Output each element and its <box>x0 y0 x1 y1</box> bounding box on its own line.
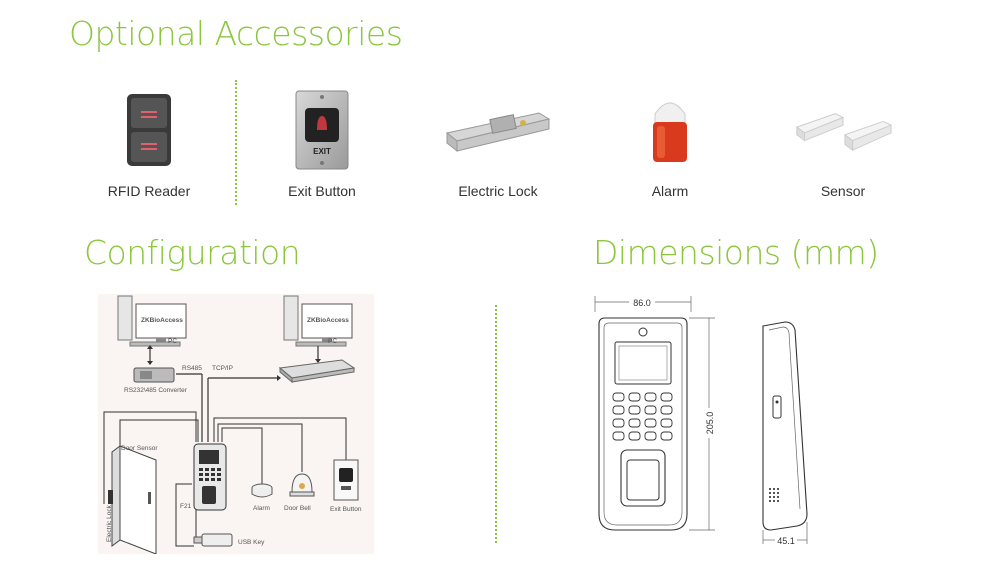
device-front-view <box>598 317 688 531</box>
door-icon <box>108 445 157 555</box>
converter-label: RS232\485 Converter <box>124 387 188 394</box>
exit-button-text: EXIT <box>313 147 331 156</box>
rs485-label: RS485 <box>182 365 202 372</box>
width-dimension: 86.0 <box>633 298 651 308</box>
door-bell-label: Door Bell <box>284 505 311 512</box>
device-side-view <box>762 321 808 531</box>
accessory-alarm: Alarm <box>620 85 720 199</box>
accessory-label: Alarm <box>651 183 689 199</box>
height-dimension: 205.0 <box>705 412 715 435</box>
accessory-exit-button: EXIT Exit Button <box>272 85 372 199</box>
electric-lock-icon <box>445 112 551 153</box>
pc-right-icon: ZKBioAccess <box>283 295 353 347</box>
configuration-diagram: ZKBioAccess PC ZKBioAccess PC <box>98 294 374 555</box>
accessory-label: RFID Reader <box>107 183 191 199</box>
pc-left-icon: ZKBioAccess <box>117 295 187 347</box>
exit-button-icon: EXIT <box>295 90 349 170</box>
accessory-label: Sensor <box>820 183 866 199</box>
accessory-label: Electric Lock <box>458 183 538 199</box>
exit-button-diagram-icon <box>333 459 359 501</box>
tcpip-label: TCP/IP <box>212 365 233 372</box>
config-divider <box>495 305 497 543</box>
accessory-label: Exit Button <box>288 183 356 199</box>
pc-left-screen-text: ZKBioAccess <box>141 317 183 324</box>
pc-right-label: PC <box>328 338 337 345</box>
accessories-divider <box>235 80 237 205</box>
door-bell-icon <box>289 473 315 497</box>
depth-dimension: 45.1 <box>777 536 795 546</box>
alarm-icon <box>251 483 273 498</box>
usb-key-icon <box>193 533 233 547</box>
dimensions-drawing: 86.0 205.0 45. <box>594 296 808 546</box>
alarm-siren-icon <box>653 102 687 162</box>
electric-lock-label: Electric Lock <box>106 504 113 542</box>
f21-label: F21 <box>180 503 192 510</box>
door-sensor-icon <box>795 113 893 152</box>
door-sensor-label: Door Sensor <box>121 445 158 452</box>
exit-button-label: Exit Button <box>330 506 362 513</box>
usb-key-label: USB Key <box>238 539 265 546</box>
converter-icon <box>133 367 175 383</box>
f21-device-icon <box>193 443 227 511</box>
dimensions-title: Dimensions (mm) <box>593 233 879 272</box>
configuration-title: Configuration <box>84 233 301 272</box>
pc-right-screen-text: ZKBioAccess <box>307 317 349 324</box>
accessory-sensor: Sensor <box>793 85 893 199</box>
pc-left-label: PC <box>168 338 177 345</box>
accessories-title: Optional Accessories <box>69 14 403 53</box>
network-switch-icon <box>278 359 356 384</box>
rfid-reader-icon <box>127 94 171 166</box>
accessory-electric-lock: Electric Lock <box>440 85 556 199</box>
alarm-label: Alarm <box>253 505 270 512</box>
accessory-rfid-reader: RFID Reader <box>99 85 199 199</box>
